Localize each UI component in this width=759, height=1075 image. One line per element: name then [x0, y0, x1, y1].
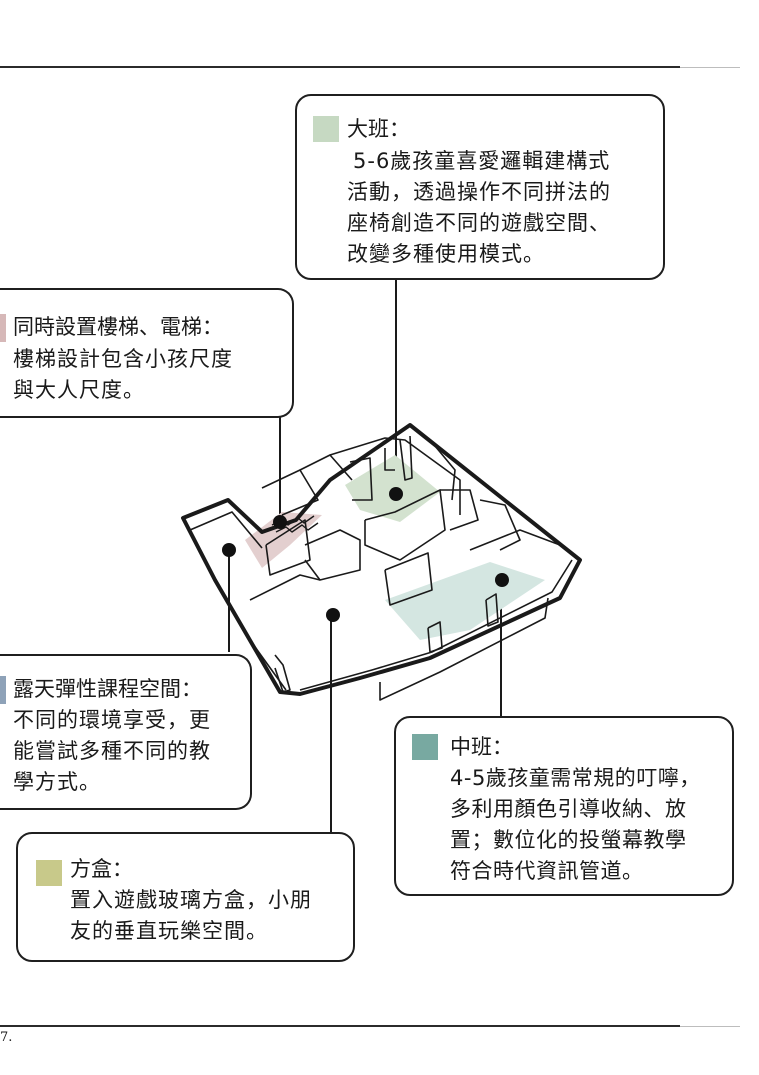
- marker-mid-class: [495, 573, 509, 587]
- callout-box: 方盒： 置入遊戲玻璃方盒，小朋 友的垂直玩樂空間。: [16, 832, 355, 962]
- callout-line: 樓梯設計包含小孩尺度: [13, 347, 233, 371]
- marker-stairs: [273, 515, 287, 529]
- callout-outdoor: 露天彈性課程空間： 不同的環境享受，更 能嘗試多種不同的教 學方式。: [0, 654, 252, 810]
- callout-line: 座椅創造不同的遊戲空間、: [347, 211, 611, 235]
- callout-mid-class-title: 中班：: [450, 735, 513, 759]
- callout-mid-class: 中班： 4-5歲孩童需常規的叮嚀， 多利用顏色引導收納、放 置；數位化的投螢幕教…: [394, 716, 734, 896]
- marker-large-class: [389, 487, 403, 501]
- building-outline: [181, 423, 582, 701]
- top-rule: [0, 66, 680, 68]
- top-rule-fade: [680, 67, 740, 68]
- swatch-outdoor: [0, 676, 6, 704]
- mid-class-floor: [385, 562, 545, 640]
- callout-stairs-title: 同時設置樓梯、電梯：: [13, 315, 223, 339]
- callout-line: 改變多種使用模式。: [347, 242, 545, 266]
- callout-stairs-body: 樓梯設計包含小孩尺度 與大人尺度。: [13, 344, 233, 406]
- callout-line: 不同的環境享受，更: [13, 708, 211, 732]
- callout-line: 能嘗試多種不同的教: [13, 739, 211, 763]
- callout-line: 學方式。: [13, 770, 101, 794]
- bottom-rule: [0, 1025, 680, 1027]
- swatch-large-class: [313, 116, 339, 142]
- callout-line: 置；數位化的投螢幕教學: [450, 828, 687, 852]
- callout-large-class-title: 大班：: [347, 117, 410, 141]
- callout-box-body: 置入遊戲玻璃方盒，小朋 友的垂直玩樂空間。: [70, 885, 312, 947]
- callout-line: 4-5歲孩童需常規的叮嚀，: [450, 766, 701, 790]
- bottom-rule-fade: [680, 1026, 740, 1027]
- swatch-mid-class: [412, 734, 438, 760]
- marker-outdoor: [222, 543, 236, 557]
- swatch-box: [36, 860, 62, 886]
- callout-line: 友的垂直玩樂空間。: [70, 919, 268, 943]
- markers: [222, 487, 509, 622]
- callout-outdoor-body: 不同的環境享受，更 能嘗試多種不同的教 學方式。: [13, 705, 211, 798]
- callout-large-class: 大班： 5-6歲孩童喜愛邏輯建構式 活動，透過操作不同拼法的 座椅創造不同的遊戲…: [295, 94, 665, 280]
- swatch-stairs: [0, 314, 6, 342]
- callout-box-title: 方盒：: [70, 857, 133, 881]
- callout-outdoor-title: 露天彈性課程空間：: [13, 677, 202, 701]
- callout-line: 與大人尺度。: [13, 378, 145, 402]
- callout-large-class-body: 5-6歲孩童喜愛邏輯建構式 活動，透過操作不同拼法的 座椅創造不同的遊戲空間、 …: [347, 146, 611, 270]
- callout-line: 5-6歲孩童喜愛邏輯建構式: [353, 149, 611, 173]
- callout-line: 置入遊戲玻璃方盒，小朋: [70, 888, 312, 912]
- callout-mid-class-body: 4-5歲孩童需常規的叮嚀， 多利用顏色引導收納、放 置；數位化的投螢幕教學 符合…: [450, 763, 701, 887]
- callout-line: 活動，透過操作不同拼法的: [347, 180, 611, 204]
- callout-stairs: 同時設置樓梯、電梯： 樓梯設計包含小孩尺度 與大人尺度。: [0, 288, 294, 418]
- callout-line: 多利用顏色引導收納、放: [450, 797, 687, 821]
- callout-line: 符合時代資訊管道。: [450, 859, 644, 883]
- marker-box: [326, 608, 340, 622]
- page-number: 7.: [0, 1030, 13, 1045]
